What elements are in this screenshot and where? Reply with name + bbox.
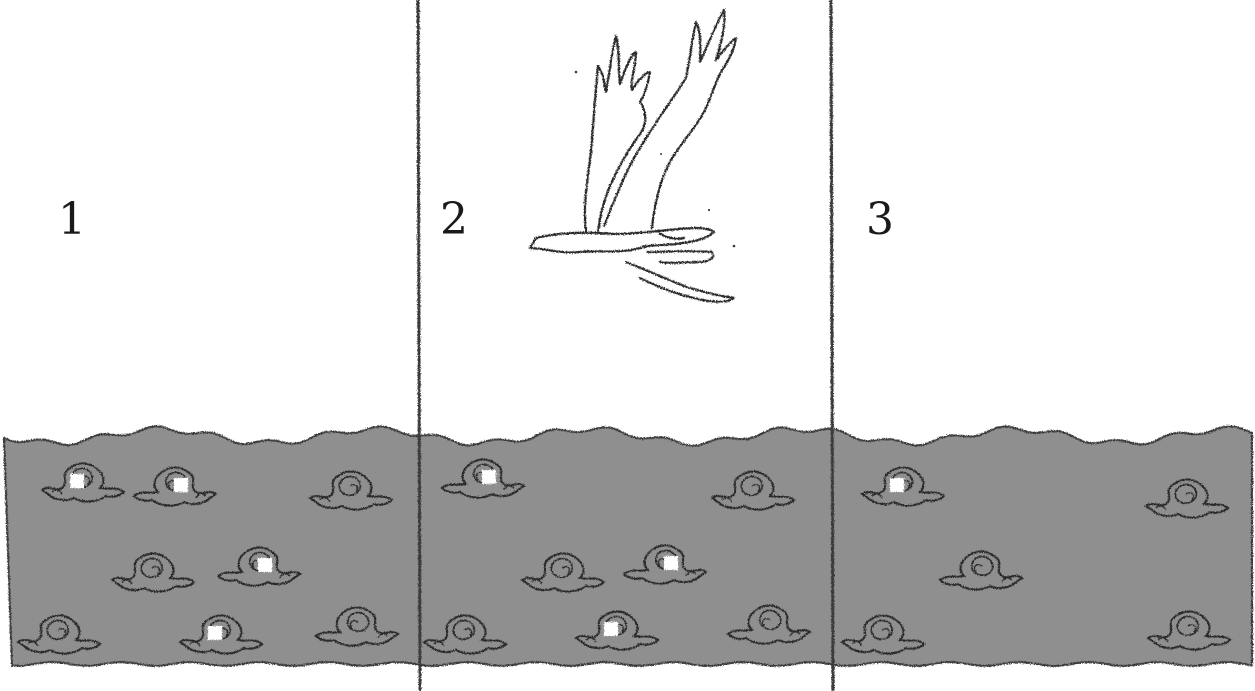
white-spot-icon <box>482 470 496 484</box>
divider-line <box>418 0 420 691</box>
panel-number: 3 <box>866 194 894 245</box>
white-spot-icon <box>258 558 272 572</box>
water-band <box>4 426 1252 666</box>
divider-line <box>831 0 833 691</box>
white-spot-icon <box>890 478 904 492</box>
bird-icon <box>530 10 736 302</box>
white-spot-icon <box>604 622 618 636</box>
white-spot-icon <box>208 626 222 640</box>
white-spot-icon <box>664 556 678 570</box>
panel-number: 1 <box>58 194 86 245</box>
white-spot-icon <box>70 474 84 488</box>
panel-number: 2 <box>440 194 468 245</box>
white-spot-icon <box>174 478 188 492</box>
